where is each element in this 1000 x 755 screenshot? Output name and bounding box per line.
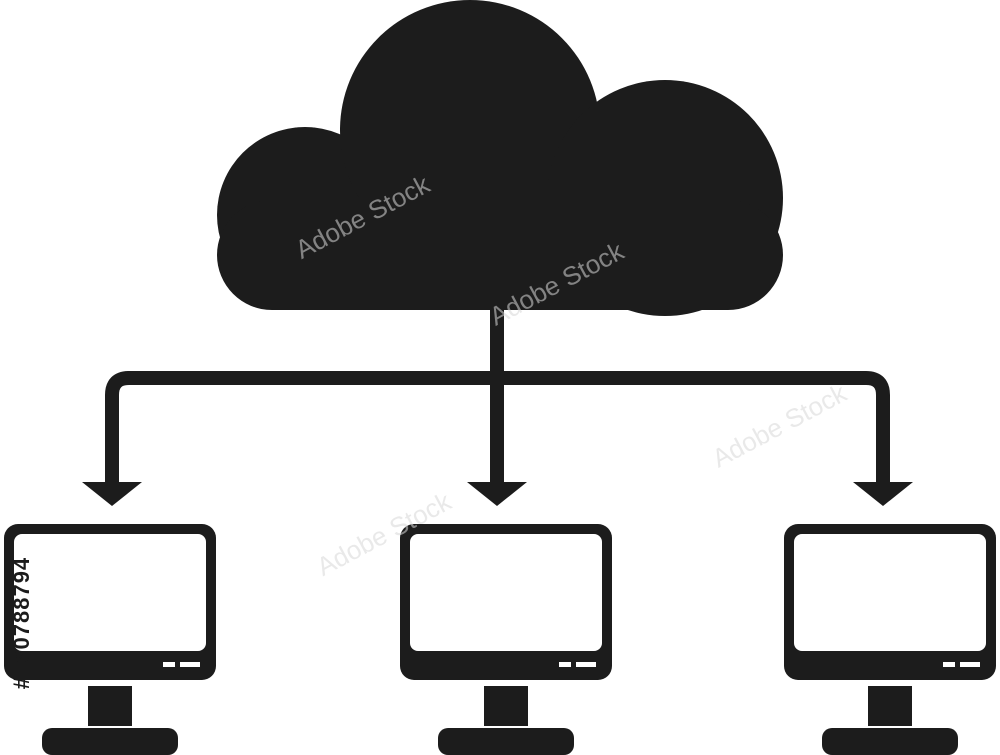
computer-2 bbox=[400, 524, 612, 755]
monitor-icon bbox=[4, 524, 216, 755]
monitor-icon bbox=[400, 524, 612, 755]
branch-line bbox=[105, 371, 890, 485]
computer-1 bbox=[4, 524, 216, 755]
cloud-icon bbox=[217, 0, 783, 316]
arrow-down-icon bbox=[82, 482, 142, 506]
watermark-text: Adobe Stock bbox=[707, 377, 852, 473]
image-id: #160788794 bbox=[9, 556, 34, 690]
computer-3 bbox=[784, 524, 996, 755]
arrow-down-icon bbox=[467, 482, 527, 506]
monitor-icon bbox=[784, 524, 996, 755]
arrow-down-icon bbox=[853, 482, 913, 506]
connector-lines bbox=[105, 300, 890, 485]
arrowheads bbox=[82, 482, 913, 506]
